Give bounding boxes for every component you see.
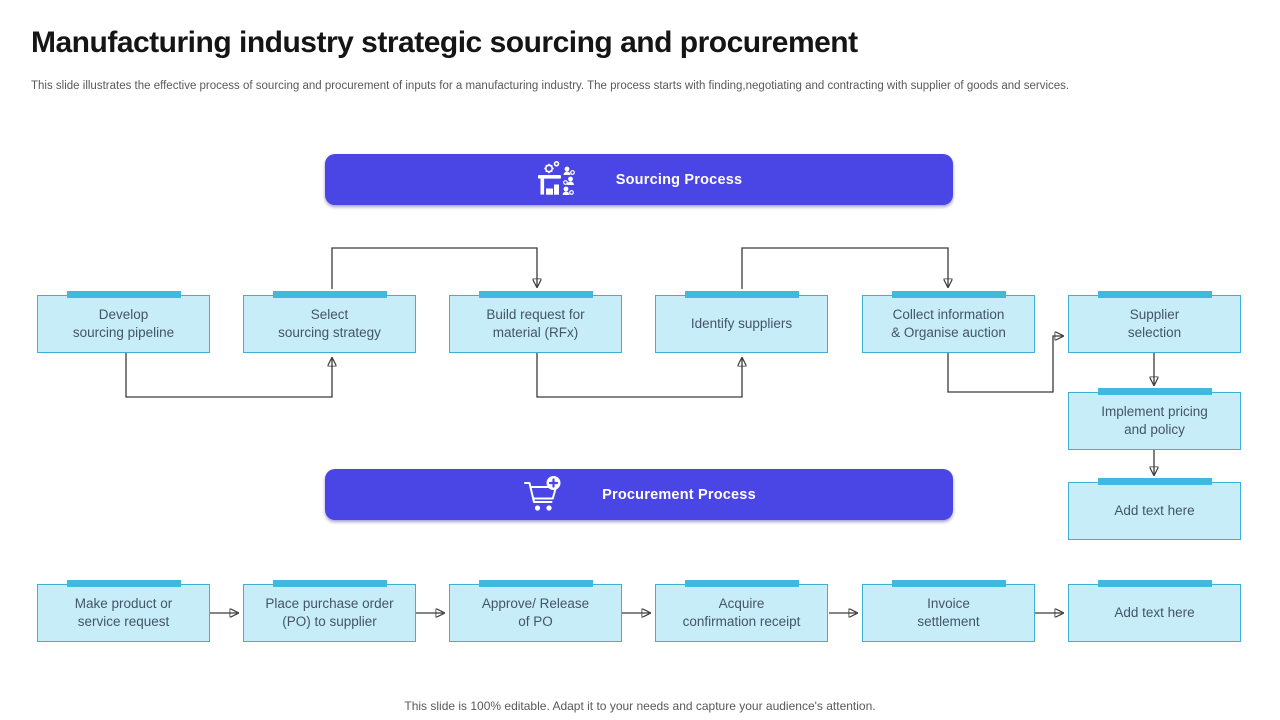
node-label: Invoice settlement [917, 595, 980, 629]
slide-footer-note: This slide is 100% editable. Adapt it to… [404, 699, 876, 713]
node-label: Develop sourcing pipeline [72, 306, 175, 340]
node-label: Select sourcing strategy [278, 306, 381, 340]
page-title: Manufacturing industry strategic sourcin… [31, 26, 858, 59]
node-invoice-settlement: Invoice settlement [862, 584, 1035, 642]
procurement-process-banner: Procurement Process [325, 469, 953, 520]
node-place-purchase-order: Place purchase order (PO) to supplier [243, 584, 416, 642]
node-label: Acquire confirmation receipt [682, 595, 801, 629]
node-collect-information-organise-auction: Collect information & Organise auction [862, 295, 1035, 353]
node-label: Make product or service request [74, 595, 173, 629]
connector-select-to-build [331, 247, 537, 289]
cart-plus-icon [522, 475, 564, 515]
connector-develop-to-select [125, 353, 332, 398]
sourcing-desk-gears-icon [536, 160, 578, 200]
node-develop-sourcing-pipeline: Develop sourcing pipeline [37, 295, 210, 353]
node-identify-suppliers: Identify suppliers [655, 295, 828, 353]
node-select-sourcing-strategy: Select sourcing strategy [243, 295, 416, 353]
node-label: Build request for material (RFx) [486, 306, 585, 340]
node-acquire-confirmation-receipt: Acquire confirmation receipt [655, 584, 828, 642]
node-approve-release-po: Approve/ Release of PO [449, 584, 622, 642]
node-supplier-selection: Supplier selection [1068, 295, 1241, 353]
node-label: Supplier selection [1127, 306, 1182, 340]
procurement-banner-label: Procurement Process [602, 486, 756, 503]
node-label: Approve/ Release of PO [481, 595, 590, 629]
sourcing-process-banner: Sourcing Process [325, 154, 953, 205]
node-sourcing-add-text-here: Add text here [1068, 482, 1241, 540]
slide-subtitle: This slide illustrates the effective pro… [31, 80, 1070, 92]
node-label: Add text here [1114, 604, 1195, 620]
node-label: Identify suppliers [690, 315, 793, 331]
node-procurement-add-text-here: Add text here [1068, 584, 1241, 642]
node-label: Place purchase order (PO) to supplier [265, 595, 394, 629]
connector-identify-to-collect [741, 247, 948, 289]
node-build-request-material: Build request for material (RFx) [449, 295, 622, 353]
node-label: Collect information & Organise auction [891, 306, 1006, 340]
sourcing-banner-label: Sourcing Process [615, 171, 743, 188]
node-make-product-service-request: Make product or service request [37, 584, 210, 642]
node-implement-pricing-policy: Implement pricing and policy [1068, 392, 1241, 450]
node-label: Implement pricing and policy [1101, 403, 1208, 437]
node-label: Add text here [1114, 502, 1195, 518]
connector-build-to-identify [536, 353, 742, 398]
